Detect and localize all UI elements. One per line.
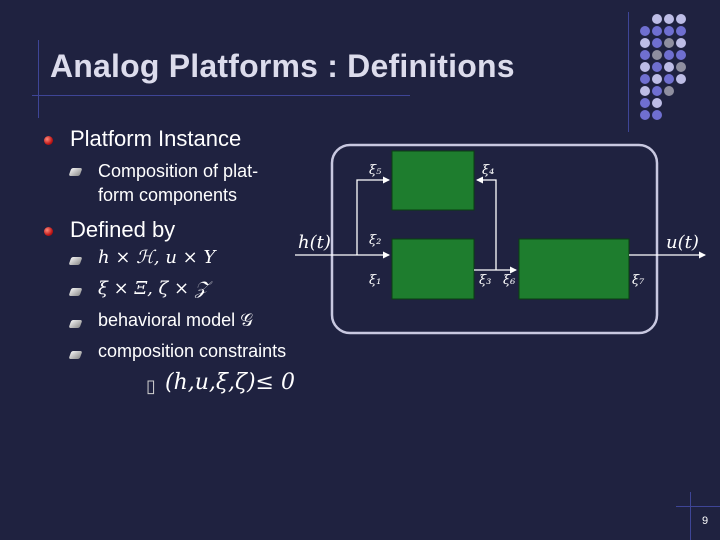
bullet-composition-line2: form components — [98, 185, 238, 205]
input-label: h(t) — [298, 232, 331, 253]
red-bullet-marker — [44, 136, 53, 145]
feedback-input-path — [356, 176, 390, 255]
bottom-right-vertical-rule — [690, 492, 691, 540]
page-number: 9 — [702, 515, 709, 527]
constraint-expression: (h,u,ξ,ζ)≤ 0 — [165, 370, 295, 395]
red-bullet-marker — [44, 227, 53, 236]
feedback-block — [391, 150, 475, 211]
title-vertical-rule — [38, 40, 39, 118]
bullet-sets-xi-zeta: ξ × Ξ, ζ × 𝒵 — [98, 278, 209, 299]
first-block — [391, 238, 475, 300]
xi2-label: ξ₂ — [369, 233, 381, 248]
bottom-right-horizontal-rule — [676, 506, 720, 507]
bullet-sets-h-u: h × ℋ, u × Y — [98, 247, 216, 268]
bullet-behavioral-model: behavioral model 𝒢 — [98, 310, 253, 330]
xi1-label: ξ₁ — [369, 273, 381, 288]
title-underline — [32, 95, 410, 96]
second-block — [518, 238, 630, 300]
xi7-label: ξ₇ — [632, 273, 645, 288]
xi4-label: ξ₄ — [482, 163, 494, 178]
output-label: u(t) — [666, 232, 699, 253]
xi5-label: ξ₅ — [369, 163, 382, 178]
constraint-symbol: ▯ — [146, 376, 156, 397]
top-right-vertical-rule — [628, 12, 629, 132]
bullet-composition-line1: Composition of plat- — [98, 161, 259, 181]
feedback-return-path — [476, 176, 497, 270]
xi3-label: ξ₃ — [479, 273, 491, 288]
slide-title: Analog Platforms : Definitions — [50, 48, 515, 84]
bullet-defined-by: Defined by — [70, 217, 176, 242]
xi6-label: ξ₆ — [503, 273, 515, 288]
bullet-platform-instance: Platform Instance — [70, 126, 242, 151]
platform-frame — [330, 143, 659, 335]
bullet-composition-constraints: composition constraints — [98, 341, 287, 361]
